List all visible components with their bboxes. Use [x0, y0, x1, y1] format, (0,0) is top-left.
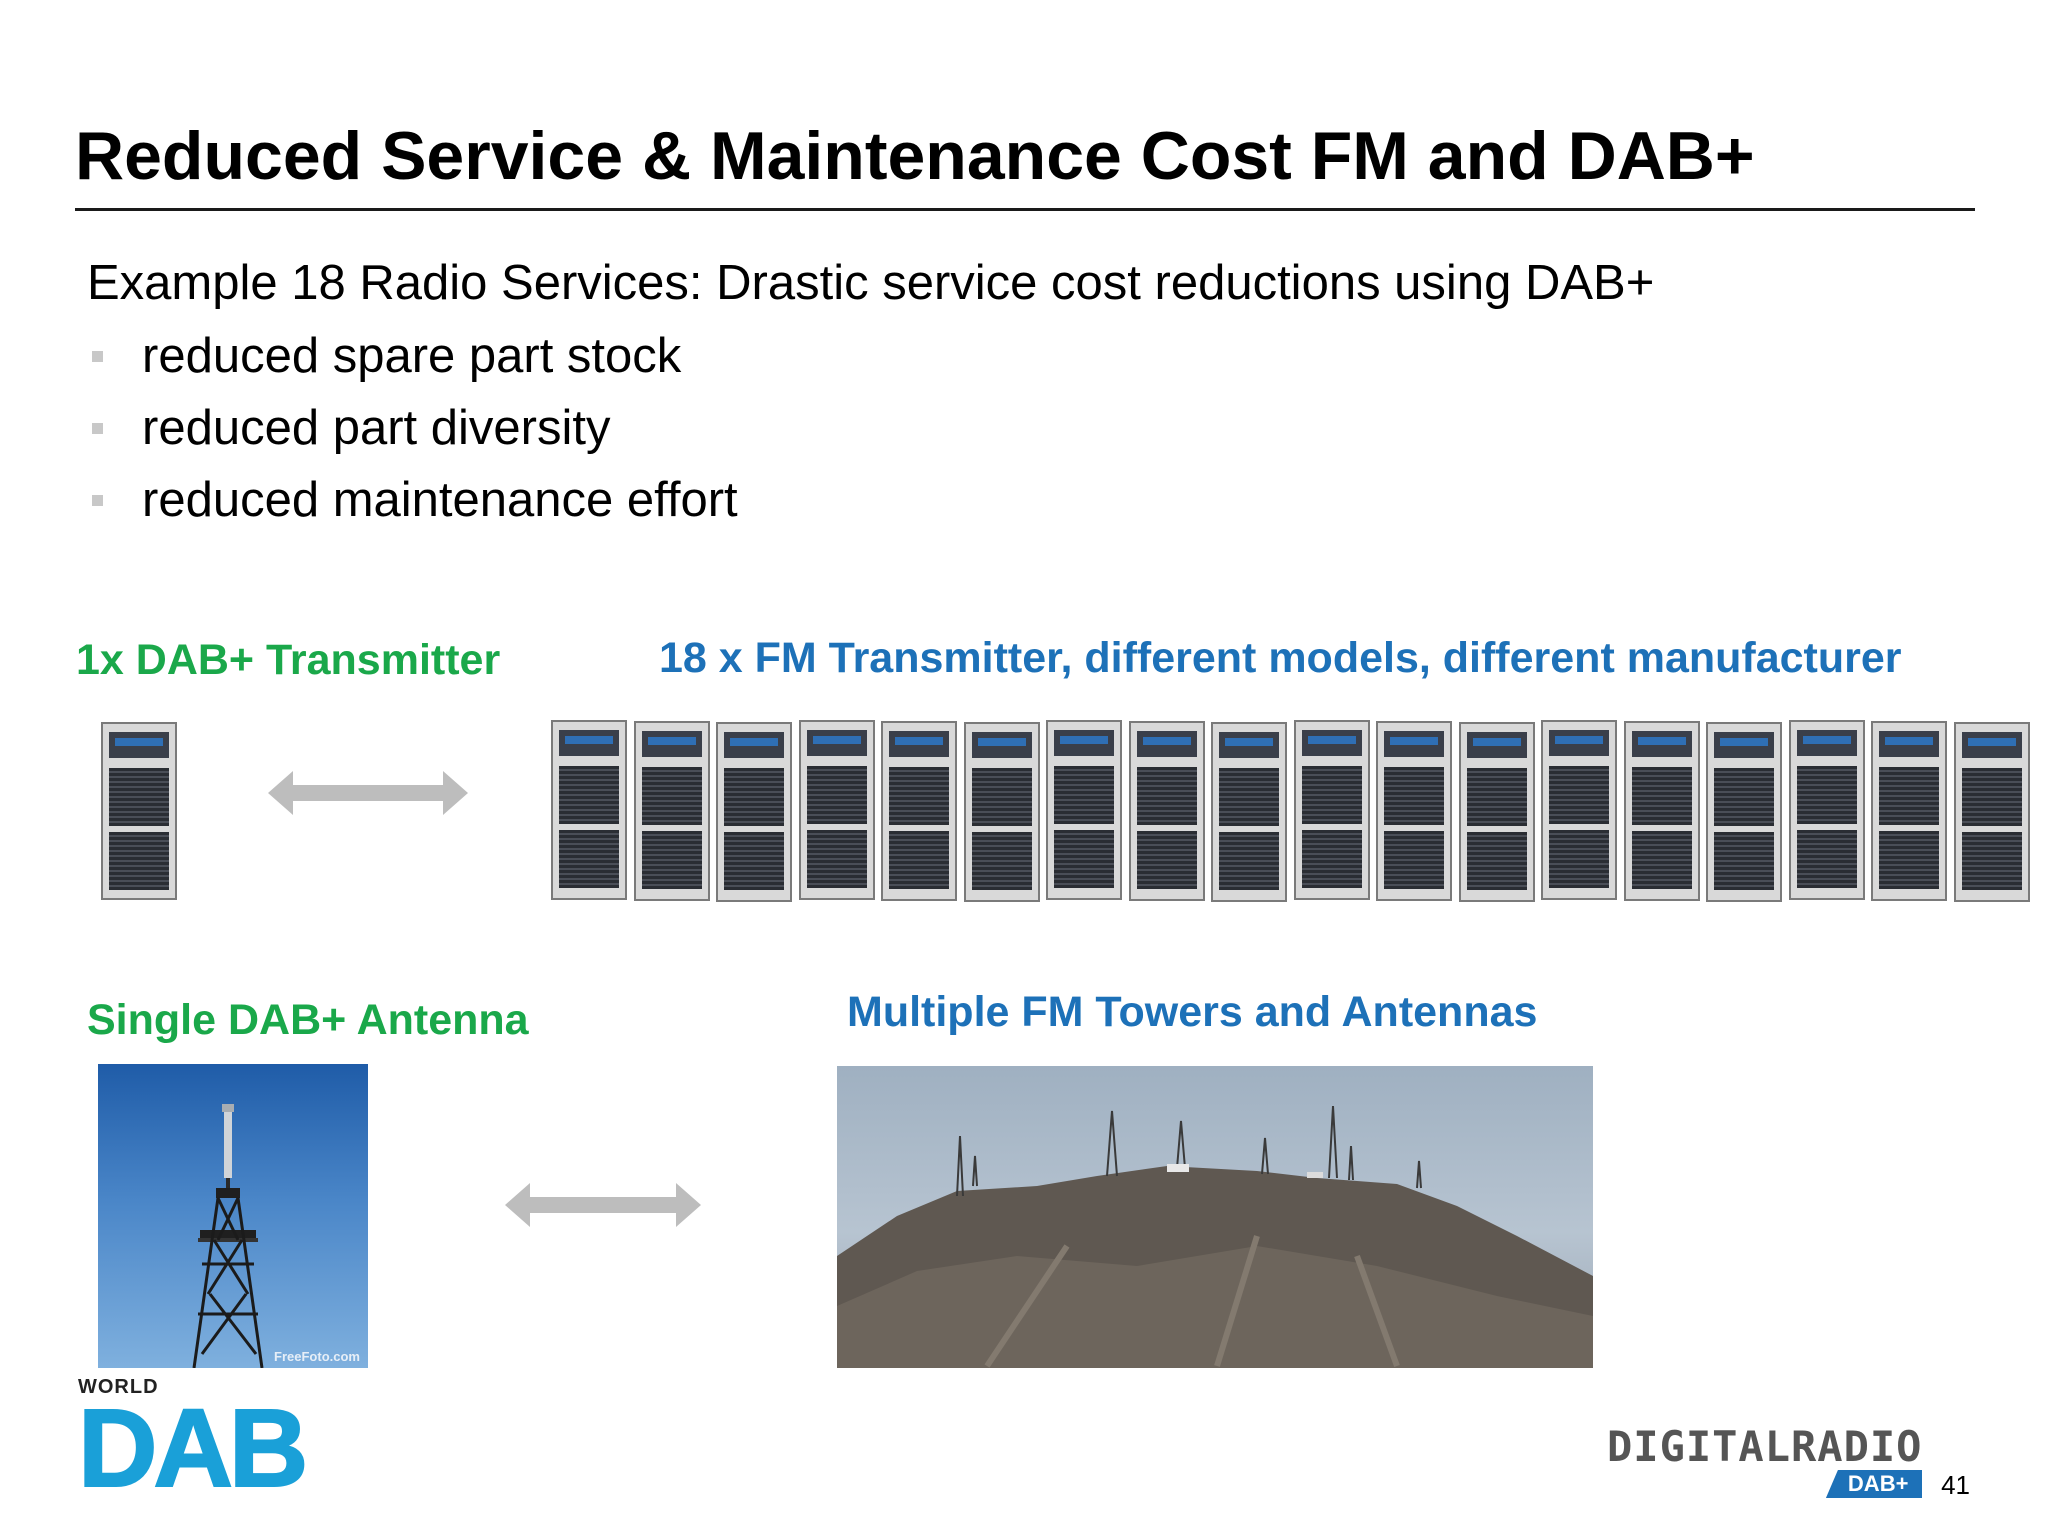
fm-transmitter-rack-image: [1706, 722, 1782, 902]
photo-watermark: FreeFoto.com: [274, 1349, 360, 1364]
fm-transmitter-rack-image: [551, 720, 627, 900]
fm-transmitter-rack-image: [881, 721, 957, 901]
page-number: 41: [1941, 1470, 1970, 1500]
fm-towers-photo: [837, 1066, 1593, 1368]
fm-transmitter-rack-image: [1294, 720, 1370, 900]
bullet-text: reduced maintenance effort: [142, 473, 738, 527]
fm-transmitter-rack-image: [964, 722, 1040, 902]
digitalradio-logo-badge: DAB+: [1825, 1470, 1923, 1498]
dab-antenna-label: Single DAB+ Antenna: [87, 996, 529, 1044]
bullet-square-icon: [92, 494, 103, 506]
fm-transmitter-rack-image: [1871, 721, 1947, 901]
fm-transmitter-rack-image: [1624, 721, 1700, 901]
bullet-text: reduced spare part stock: [142, 329, 682, 383]
bullet-item: reduced part diversity: [92, 400, 610, 456]
fm-towers-label: Multiple FM Towers and Antennas: [847, 988, 1538, 1036]
fm-transmitter-rack-image: [1376, 721, 1452, 901]
bullet-item: reduced maintenance effort: [92, 472, 738, 528]
fm-transmitter-rack-image: [1541, 720, 1617, 900]
double-arrow-icon: [505, 1180, 701, 1230]
dab-transmitter-rack-image: [101, 722, 177, 900]
bullet-text: reduced part diversity: [142, 401, 611, 455]
title-divider: [75, 208, 1975, 211]
slide-title: Reduced Service & Maintenance Cost FM an…: [75, 118, 1755, 194]
bullet-square-icon: [92, 350, 103, 362]
bullet-item: reduced spare part stock: [92, 328, 681, 384]
fm-transmitter-rack-image: [799, 720, 875, 900]
dab-antenna-photo: FreeFoto.com: [98, 1064, 368, 1368]
fm-transmitter-label: 18 x FM Transmitter, different models, d…: [659, 634, 1902, 682]
intro-text: Example 18 Radio Services: Drastic servi…: [87, 256, 1655, 310]
world-dab-logo: WORLD DAB: [77, 1376, 309, 1510]
fm-transmitter-rack-image: [1211, 722, 1287, 902]
fm-transmitter-rack-image: [1954, 722, 2030, 902]
bullet-square-icon: [92, 422, 103, 434]
fm-transmitter-rack-image: [716, 722, 792, 902]
fm-transmitter-rack-image: [1789, 720, 1865, 900]
fm-transmitter-rack-image: [1459, 722, 1535, 902]
double-arrow-icon: [268, 768, 468, 818]
fm-transmitter-rack-image: [1046, 720, 1122, 900]
dab-transmitter-label: 1x DAB+ Transmitter: [76, 636, 501, 684]
world-dab-logo-small-text: WORLD: [78, 1376, 159, 1398]
fm-transmitter-rack-image: [1129, 721, 1205, 901]
digitalradio-logo-text: DIGITALRADIO: [1607, 1422, 1923, 1471]
world-dab-logo-text: DAB: [77, 1387, 309, 1510]
fm-transmitter-rack-image: [634, 721, 710, 901]
digitalradio-logo: DIGITALRADIO DAB+: [1607, 1422, 1923, 1498]
